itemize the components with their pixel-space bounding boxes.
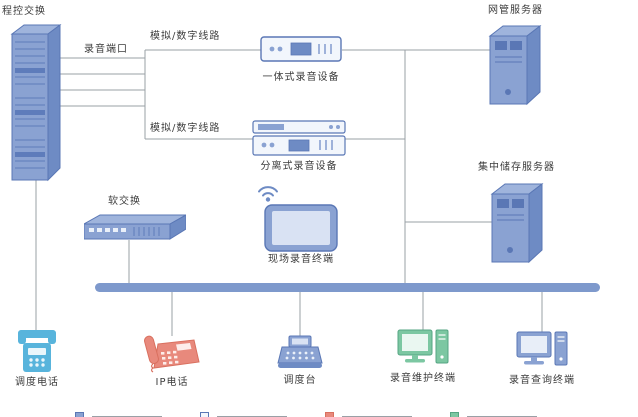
network-bus [95,283,600,292]
recording-port-label: 录音端口 [84,44,128,55]
separated-recorder-icon [252,119,346,157]
dispatch-console-label: 调度台 [283,375,317,386]
dispatch-console-node: 调度台 [270,334,330,387]
analog-digital-line-top-label: 模拟/数字线路 [150,31,221,42]
query-terminal-icon [515,330,569,372]
cropped-legend-fragments [70,412,570,417]
integrated-recorder-label: 一体式录音设备 [262,72,340,83]
softswitch-label: 软交换 [108,196,141,207]
analog-digital-line-mid-label: 模拟/数字线路 [150,123,221,134]
ip-phone-label: IP电话 [155,377,189,388]
ip-phone-icon [144,330,200,374]
ip-phone-node: IP电话 [142,330,202,389]
nms-server-label: 网管服务器 [488,5,543,16]
live-recording-terminal-label: 现场录音终端 [268,254,334,265]
maintenance-terminal-label: 录音维护终端 [390,373,456,384]
maintenance-terminal-icon [396,328,450,370]
maintenance-terminal-node: 录音维护终端 [387,328,459,385]
pbx-rack-icon [8,22,64,188]
query-terminal-node: 录音查询终端 [506,330,578,387]
storage-server-label: 集中储存服务器 [478,162,555,173]
separated-recorder-label: 分离式录音设备 [260,161,338,172]
dispatch-phone-icon [16,328,58,374]
live-recording-terminal-icon [264,204,338,252]
nms-server-icon [486,24,544,106]
query-terminal-label: 录音查询终端 [509,375,575,386]
softswitch-icon [84,212,186,242]
dispatch-phone-label: 调度电话 [15,377,59,388]
pbx-label: 程控交换 [2,6,46,17]
dispatch-phone-node: 调度电话 [7,328,67,389]
storage-server-icon [488,182,546,264]
wifi-icon [256,182,280,204]
integrated-recorder-icon [260,34,342,64]
dispatch-console-icon [276,334,324,372]
